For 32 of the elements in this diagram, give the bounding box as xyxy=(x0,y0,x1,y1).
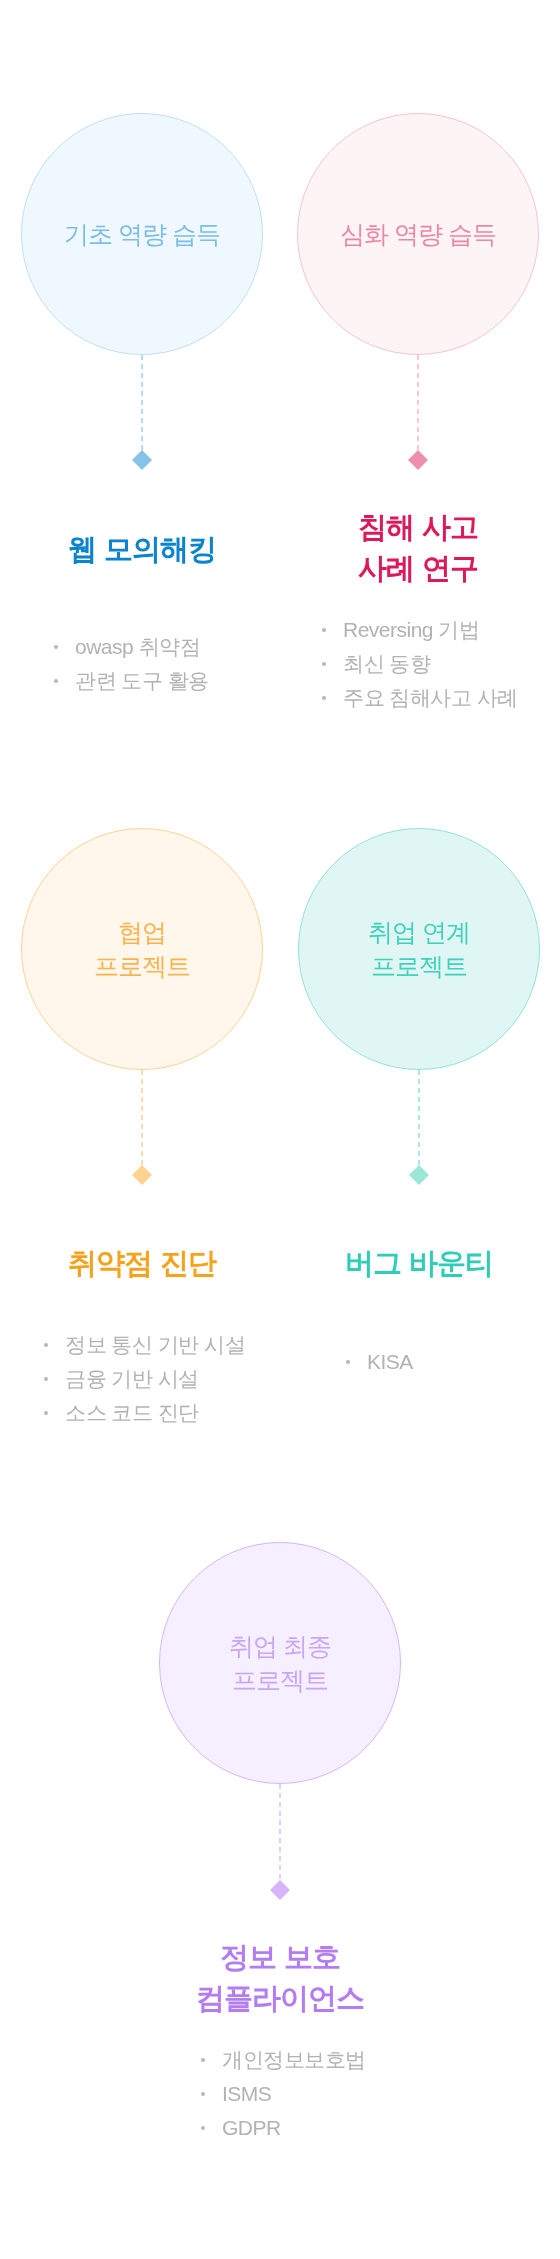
section-heading: 취약점 진단 xyxy=(67,1246,218,1281)
stage-title: 기초 역량 습득 xyxy=(64,219,220,250)
section-heading: 정보 보호 컴플라이언스 xyxy=(195,1940,365,2016)
connector-line xyxy=(141,1069,143,1166)
diamond-marker xyxy=(270,1880,290,1900)
stage-title: 취업 연계 프로젝트 xyxy=(367,917,471,982)
diamond-marker xyxy=(132,450,152,470)
diamond-marker xyxy=(408,450,428,470)
list-item: GDPR xyxy=(222,2115,281,2141)
connector-line xyxy=(418,1069,420,1166)
stage-title: 협업 프로젝트 xyxy=(93,917,191,982)
section-heading: 침해 사고 사례 연구 xyxy=(357,510,479,586)
list-item: 소스 코드 진단 xyxy=(65,1400,199,1426)
list-item: KISA xyxy=(367,1349,413,1375)
list-item: 관련 도구 활용 xyxy=(75,668,209,694)
connector-line xyxy=(417,354,419,451)
list-item: ISMS xyxy=(222,2081,272,2107)
list-item: owasp 취약점 xyxy=(75,634,201,660)
diamond-marker xyxy=(132,1165,152,1185)
connector-line xyxy=(141,354,143,451)
section-heading: 웹 모의해킹 xyxy=(67,532,217,567)
stage-title: 취업 최종 프로젝트 xyxy=(228,1631,332,1696)
list-item: 개인정보보호법 xyxy=(222,2047,366,2073)
section-heading: 버그 바운티 xyxy=(344,1246,494,1281)
list-item: Reversing 기법 xyxy=(343,617,480,643)
diamond-marker xyxy=(409,1165,429,1185)
stage-title: 심화 역량 습득 xyxy=(340,219,496,250)
list-item: 정보 통신 기반 시설 xyxy=(65,1332,245,1358)
connector-line xyxy=(279,1783,281,1881)
list-item: 주요 침해사고 사례 xyxy=(343,685,518,711)
list-item: 금융 기반 시설 xyxy=(65,1366,199,1392)
list-item: 최신 동향 xyxy=(343,651,431,677)
